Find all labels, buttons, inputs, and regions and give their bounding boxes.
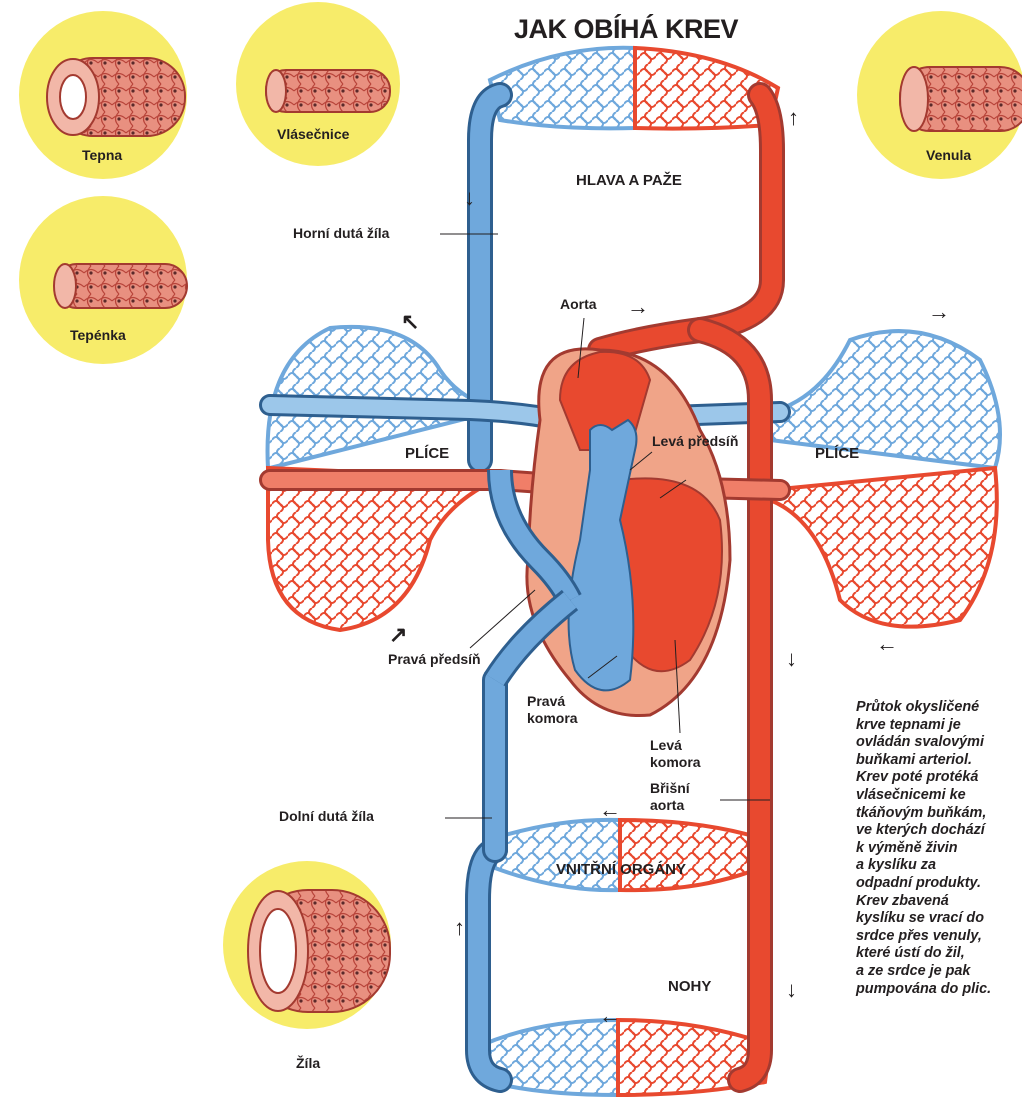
caption-venule: Venula (926, 147, 971, 164)
note-line: ve kterých dochází (856, 822, 1022, 840)
note-line: Krev poté protéká (856, 769, 1022, 787)
label-aorta: Aorta (560, 296, 597, 313)
flow-arrow-down-icon: ↓ (786, 979, 797, 1001)
note-line: a kyslíku za (856, 857, 1022, 875)
flow-arrow-right-icon: → (627, 296, 649, 318)
note-line: Krev zbavená (856, 893, 1022, 911)
flow-arrow-down-icon: ↓ (464, 187, 475, 209)
note-line: a ze srdce je pak (856, 963, 1022, 981)
diagram-title: JAK OBÍHÁ KREV (514, 14, 738, 45)
flow-arrow-left-icon: ← (599, 799, 621, 821)
region-lungs-left: PLÍCE (405, 445, 449, 462)
note-line: krve tepnami je (856, 717, 1022, 735)
flow-arrow-upright-icon: ↗ (389, 624, 407, 646)
note-line: tkáňovým buňkám, (856, 805, 1022, 823)
note-line: pumpována do plic. (856, 981, 1022, 999)
flow-arrow-up-icon: ↑ (454, 917, 465, 939)
region-legs: NOHY (668, 978, 711, 995)
note-line: které ústí do žil, (856, 945, 1022, 963)
capillary-bed-right-lung (770, 331, 1000, 627)
label-abdominal-aorta-line2: aorta (650, 797, 684, 814)
region-internal-organs: VNITŘNÍ ORGÁNY (556, 861, 686, 878)
label-superior-vena-cava: Horní dutá žíla (293, 225, 389, 242)
label-left-ventricle-line1: Levá (650, 737, 682, 754)
inset-vein (223, 861, 391, 1029)
note-line: ovládán svalovými (856, 734, 1022, 752)
note-line: buňkami arteriol. (856, 752, 1022, 770)
label-inferior-vena-cava: Dolní dutá žíla (279, 808, 374, 825)
region-head-arms: HLAVA A PAŽE (576, 172, 682, 189)
flow-arrow-left-icon: ← (599, 1005, 621, 1027)
note-line: k výměně živin (856, 840, 1022, 858)
note-line: srdce přes venuly, (856, 928, 1022, 946)
label-right-ventricle-line2: komora (527, 710, 578, 727)
capillary-bed-legs (482, 1020, 770, 1095)
note-line: vlásečnicemi ke (856, 787, 1022, 805)
caption-artery: Tepna (82, 147, 122, 164)
note-line: odpadní produkty. (856, 875, 1022, 893)
label-abdominal-aorta-line1: Břišní (650, 780, 690, 797)
flow-arrow-right-icon: → (928, 301, 950, 323)
note-line: kyslíku se vrací do (856, 910, 1022, 928)
flow-arrow-up-icon: ↑ (788, 107, 799, 129)
caption-arteriole: Tepénka (70, 327, 126, 344)
explanatory-note: Průtok okysličené krve tepnami je ovládá… (856, 699, 1022, 998)
label-left-ventricle-line2: komora (650, 754, 701, 771)
label-left-atrium: Levá předsíň (652, 433, 738, 450)
region-lungs-right: PLÍCE (815, 445, 859, 462)
capillary-bed-organs (495, 820, 760, 890)
label-right-ventricle-line1: Pravá (527, 693, 565, 710)
flow-arrow-upleft-icon: ↖ (401, 311, 419, 333)
heart (495, 349, 730, 716)
caption-capillary: Vlásečnice (277, 126, 349, 143)
flow-arrow-left-icon: ← (876, 633, 898, 655)
note-line: Průtok okysličené (856, 699, 1022, 717)
capillary-bed-head (490, 48, 778, 129)
flow-arrow-down-icon: ↓ (786, 648, 797, 670)
caption-vein: Žíla (296, 1055, 320, 1072)
label-right-atrium: Pravá předsíň (388, 651, 481, 668)
